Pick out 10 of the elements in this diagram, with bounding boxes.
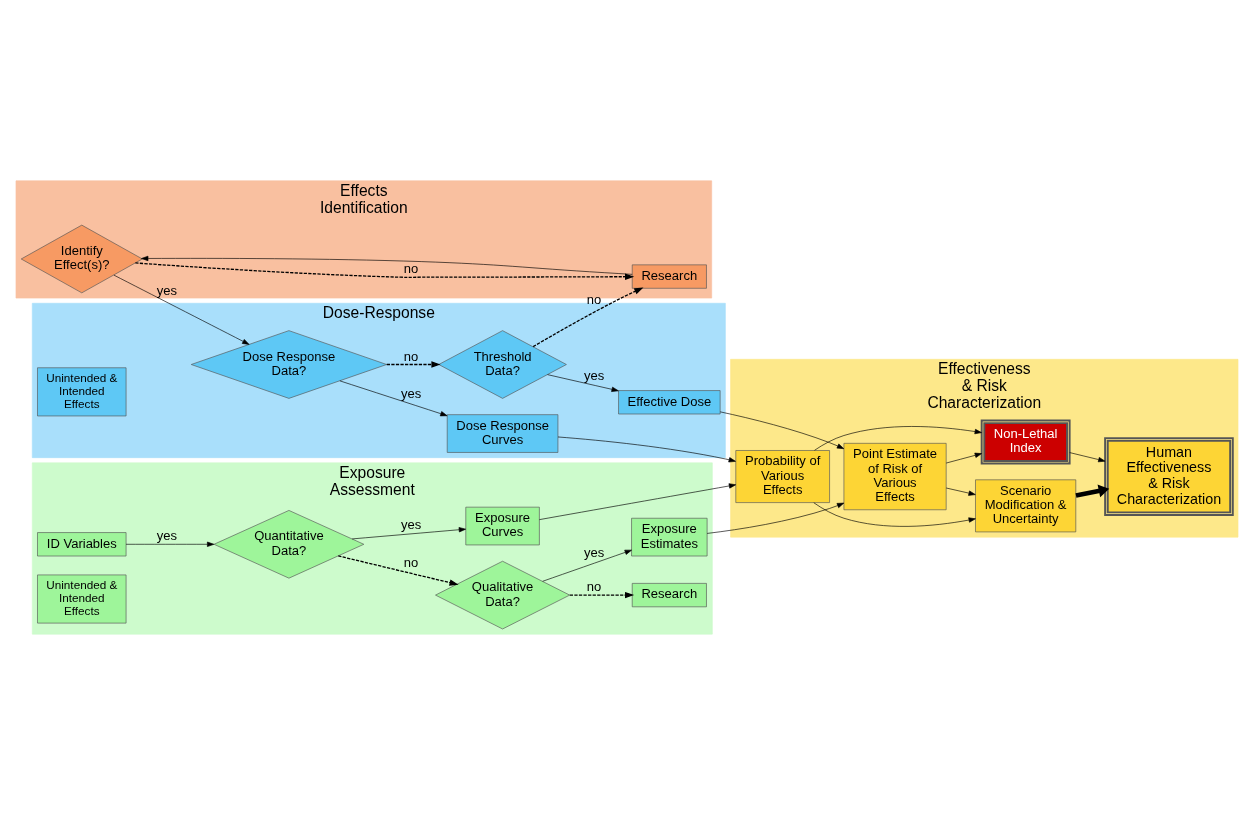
edge-label: no <box>403 554 419 570</box>
edge-label: yes <box>400 516 422 532</box>
edge-label: yes <box>156 282 177 298</box>
edge-label: yes <box>156 527 177 543</box>
edge-label: yes <box>583 366 605 382</box>
edge-label: no <box>586 578 602 594</box>
edge-label: yes <box>583 544 605 560</box>
edge-label: yes <box>400 385 422 401</box>
edge-label: no <box>403 260 419 276</box>
edge-label: no <box>403 348 419 364</box>
